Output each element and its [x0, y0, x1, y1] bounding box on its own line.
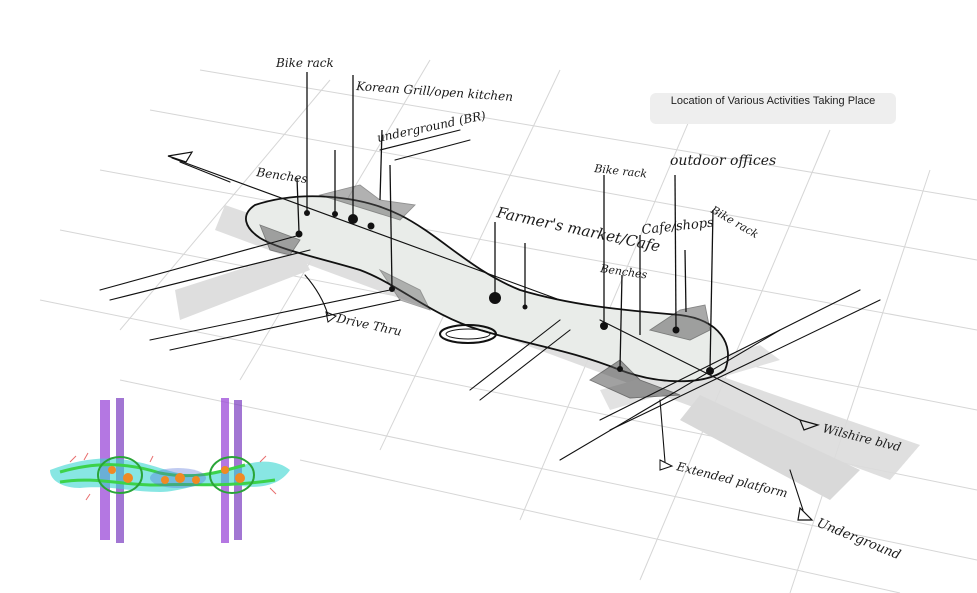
label-cafe-shops: Cafe/shops — [641, 215, 715, 238]
arrow-down-icon — [797, 506, 814, 521]
leader-lines — [296, 72, 714, 371]
label-bike-rack-1: Bike rack — [275, 56, 334, 70]
label-underground-br: underground (BR) — [376, 108, 488, 145]
label-outdoor-offices: outdoor offices — [670, 153, 776, 169]
diagram-title: Location of Various Activities Taking Pl… — [650, 93, 896, 124]
drive-thru-loop — [439, 324, 497, 344]
direction-arrows — [167, 151, 820, 521]
label-drive-thru: Drive Thru — [334, 311, 403, 339]
inset-plan-diagram — [50, 398, 290, 543]
activity-dots — [295, 210, 714, 375]
road-lines — [99, 129, 881, 461]
label-benches-2: Benches — [599, 262, 649, 282]
label-underground: Underground — [815, 516, 903, 563]
label-bike-rack-2: Bike rack — [593, 162, 648, 181]
arrow-left-icon — [167, 151, 194, 163]
arrow-right-icon — [798, 419, 820, 431]
platform — [245, 195, 729, 383]
label-benches-1: Benches — [255, 165, 309, 186]
label-farmers-market: Farmer's market/Cafe — [494, 203, 662, 255]
label-bike-rack-3: Bike rack — [708, 203, 761, 241]
